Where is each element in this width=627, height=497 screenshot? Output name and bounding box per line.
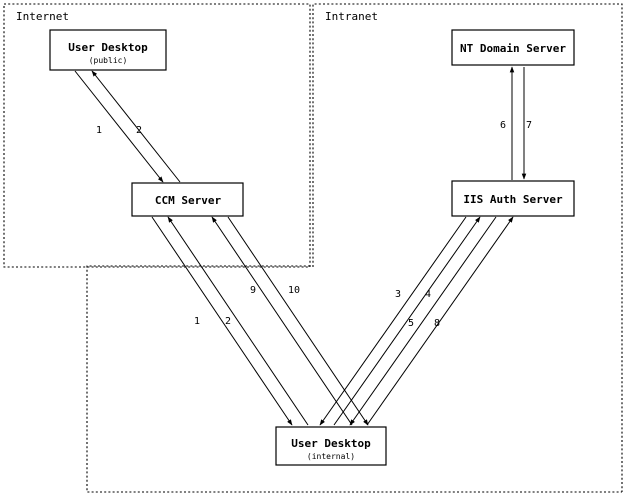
flow-step-label-7: 7 <box>526 120 532 131</box>
flow-step-label-10: 10 <box>288 285 300 296</box>
node-box-nt-domain-server[interactable] <box>451 29 575 66</box>
node-user-desktop-internal[interactable]: User Desktop (internal) <box>275 426 387 466</box>
zone-label-internet: Internet <box>16 10 69 23</box>
zone-internet-box <box>3 3 311 268</box>
zone-internal-box <box>86 265 622 493</box>
node-box-user-desktop-public[interactable] <box>49 29 167 71</box>
flow-line-1-public-to-ccm <box>74 70 164 183</box>
flow-step-label-1-public: 1 <box>96 125 102 136</box>
flow-step-label-8: 8 <box>434 318 440 329</box>
zone-containers <box>3 3 623 493</box>
node-title-user-desktop-public: User Desktop <box>68 41 148 54</box>
node-subtitle-user-desktop-internal: (internal) <box>307 452 355 461</box>
flow-line-2-internal-to-ccm <box>167 216 309 426</box>
zone-intranet-box <box>312 3 623 492</box>
flow-step-label-4: 4 <box>425 289 431 300</box>
flow-step-label-3: 3 <box>395 289 401 300</box>
flow-line-1-ccm-to-internal <box>151 216 293 426</box>
node-ccm-server[interactable]: CCM Server <box>131 182 244 217</box>
node-subtitle-user-desktop-public: (public) <box>89 56 128 65</box>
flow-step-labels: 1 2 1 2 3 4 5 8 6 7 9 10 <box>96 120 532 329</box>
node-title-ccm-server: CCM Server <box>155 194 222 207</box>
flow-lines <box>74 66 527 426</box>
flow-line-8-internal-to-iis <box>366 216 514 426</box>
flow-step-label-5: 5 <box>408 318 414 329</box>
flow-step-label-9: 9 <box>250 285 256 296</box>
flow-step-label-2-public: 2 <box>136 125 142 136</box>
node-title-nt-domain-server: NT Domain Server <box>460 42 566 55</box>
node-nt-domain-server[interactable]: NT Domain Server <box>451 29 575 66</box>
flow-step-label-6: 6 <box>500 120 506 131</box>
flow-line-9-internal-to-ccm <box>211 216 353 426</box>
flow-line-5-iis-to-internal <box>349 216 497 426</box>
node-box-user-desktop-internal[interactable] <box>275 426 387 466</box>
flow-step-label-2-internal: 2 <box>225 316 231 327</box>
node-box-iis-auth-server[interactable] <box>451 180 575 217</box>
flow-line-4-internal-to-iis <box>333 216 481 426</box>
node-box-ccm-server[interactable] <box>131 182 244 217</box>
flow-step-label-1-internal: 1 <box>194 316 200 327</box>
node-iis-auth-server[interactable]: IIS Auth Server <box>451 180 575 217</box>
node-title-user-desktop-internal: User Desktop <box>291 437 371 450</box>
flow-line-10-ccm-to-internal <box>227 216 369 426</box>
node-title-iis-auth-server: IIS Auth Server <box>463 193 563 206</box>
flow-line-2-ccm-to-public <box>91 70 181 183</box>
node-user-desktop-public[interactable]: User Desktop (public) <box>49 29 167 71</box>
flow-line-3-iis-to-internal <box>319 216 467 426</box>
zone-label-intranet: Intranet <box>325 10 378 23</box>
